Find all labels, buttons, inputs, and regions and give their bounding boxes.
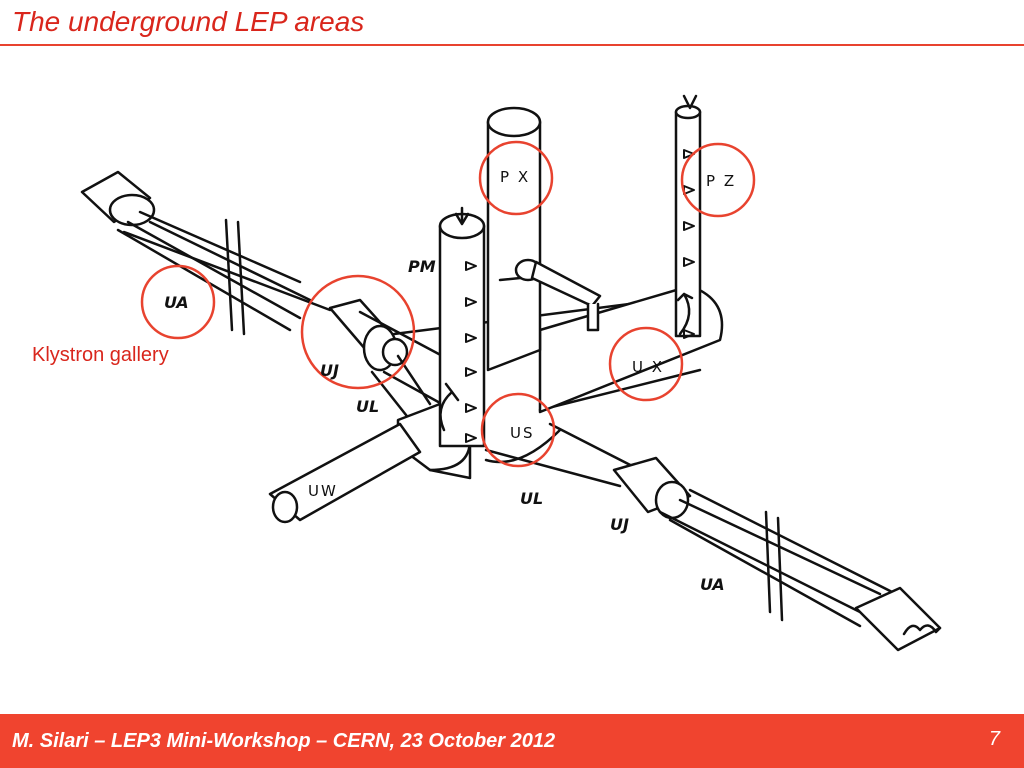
label-ua-left: UA [164, 293, 189, 312]
right-break-marks [764, 510, 784, 622]
slide-title: The underground LEP areas [12, 6, 365, 37]
px-side-tunnel [514, 258, 602, 332]
ua-left-cavern [80, 170, 156, 227]
title-divider [0, 44, 1024, 46]
label-ul-left: UL [356, 397, 379, 416]
label-px: P X [500, 168, 530, 186]
uj-right-cavern [612, 456, 692, 520]
label-uw: UW [308, 482, 338, 500]
label-ul-right: UL [520, 489, 543, 508]
page-number: 7 [988, 728, 1000, 750]
label-ux: U X [632, 358, 664, 376]
highlight-circle-px [478, 140, 554, 216]
footer-bar: M. Silari – LEP3 Mini-Workshop – CERN, 2… [0, 714, 1024, 768]
label-pz: P Z [706, 172, 736, 190]
pm-arrow [439, 382, 460, 432]
pz-ladder [683, 149, 695, 339]
highlight-circles [140, 140, 756, 468]
footer-text: M. Silari – LEP3 Mini-Workshop – CERN, 2… [12, 730, 556, 752]
label-uj-left: UJ [320, 361, 339, 380]
highlight-circle-us [480, 392, 556, 468]
pz-arrow [676, 292, 694, 336]
klystron-gallery-annotation: Klystron gallery [32, 344, 169, 366]
label-pm: PM [408, 257, 436, 276]
highlight-circle-pz [680, 142, 756, 218]
left-tunnels [116, 210, 332, 332]
highlight-circle-ua [140, 264, 216, 340]
ua-right-cavern [854, 586, 942, 652]
label-ua-right: UA [700, 575, 725, 594]
pm-shaft [438, 206, 486, 448]
label-uj-right: UJ [610, 515, 629, 534]
highlight-circle-uj [300, 274, 416, 390]
label-us: US [510, 424, 535, 442]
pm-ladder [465, 261, 477, 443]
uw-tunnel [268, 422, 422, 524]
px-shaft [486, 106, 542, 372]
highlight-circle-ux [608, 326, 684, 402]
left-break-marks [224, 218, 246, 336]
uj-left-cavern [328, 298, 409, 372]
